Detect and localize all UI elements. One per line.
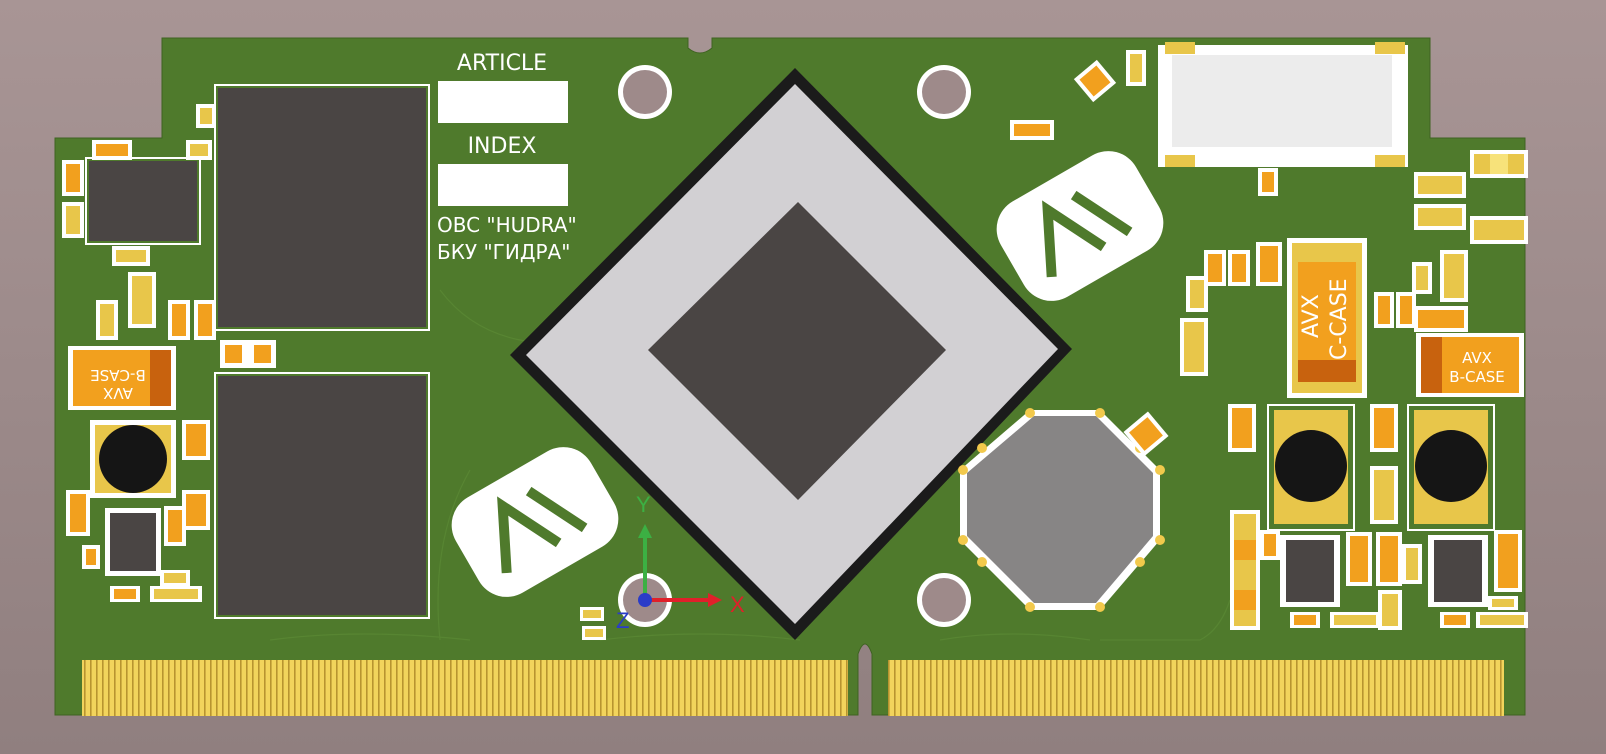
axis-gizmo: Y X Z xyxy=(616,492,745,633)
axis-x-label: X xyxy=(730,592,745,617)
svg-text:AVX: AVX xyxy=(1299,294,1324,338)
svg-text:B-CASE: B-CASE xyxy=(1449,368,1504,386)
product-name-cyrillic: БКУ "ГИДРА" xyxy=(437,240,570,264)
svg-text:AVX: AVX xyxy=(1462,349,1492,367)
product-name-latin: OBC "HUDRA" xyxy=(437,213,577,237)
inductor-left xyxy=(90,420,176,498)
memory-chip-top xyxy=(214,84,430,331)
index-field xyxy=(438,164,568,206)
edge-connector-right xyxy=(888,660,1504,716)
tantalum-capacitor-b-case-right: AVX B-CASE xyxy=(1416,333,1524,397)
article-field xyxy=(438,81,568,123)
small-ic-right-2 xyxy=(1428,535,1488,607)
small-ic-left xyxy=(105,508,161,576)
mounting-holes xyxy=(618,65,971,627)
small-ic-right-1 xyxy=(1280,535,1340,607)
connector-top-right xyxy=(1158,42,1408,167)
tantalum-capacitor-c-case: AVX C-CASE xyxy=(1287,238,1367,398)
passive-components xyxy=(62,50,1528,640)
memory-chip-bottom xyxy=(214,372,430,619)
inductor-right-2 xyxy=(1407,404,1495,531)
tantalum-capacitor-b-case-left: AVX B-CASE xyxy=(68,346,176,410)
axis-z-label: Z xyxy=(616,608,629,633)
article-label: ARTICLE xyxy=(457,51,547,76)
svg-text:AVX: AVX xyxy=(103,384,133,402)
svg-text:C-CASE: C-CASE xyxy=(1327,278,1352,360)
logo-mark-right xyxy=(996,151,1164,301)
main-processor xyxy=(510,68,1072,640)
svg-text:B-CASE: B-CASE xyxy=(90,366,145,384)
qfn-chip xyxy=(958,408,1165,612)
index-label: INDEX xyxy=(468,134,537,159)
axis-y-label: Y xyxy=(636,492,651,517)
small-chip-left xyxy=(85,157,201,245)
logo-mark-left xyxy=(451,447,619,597)
edge-connector-left xyxy=(82,660,848,716)
inductor-right-1 xyxy=(1267,404,1355,531)
